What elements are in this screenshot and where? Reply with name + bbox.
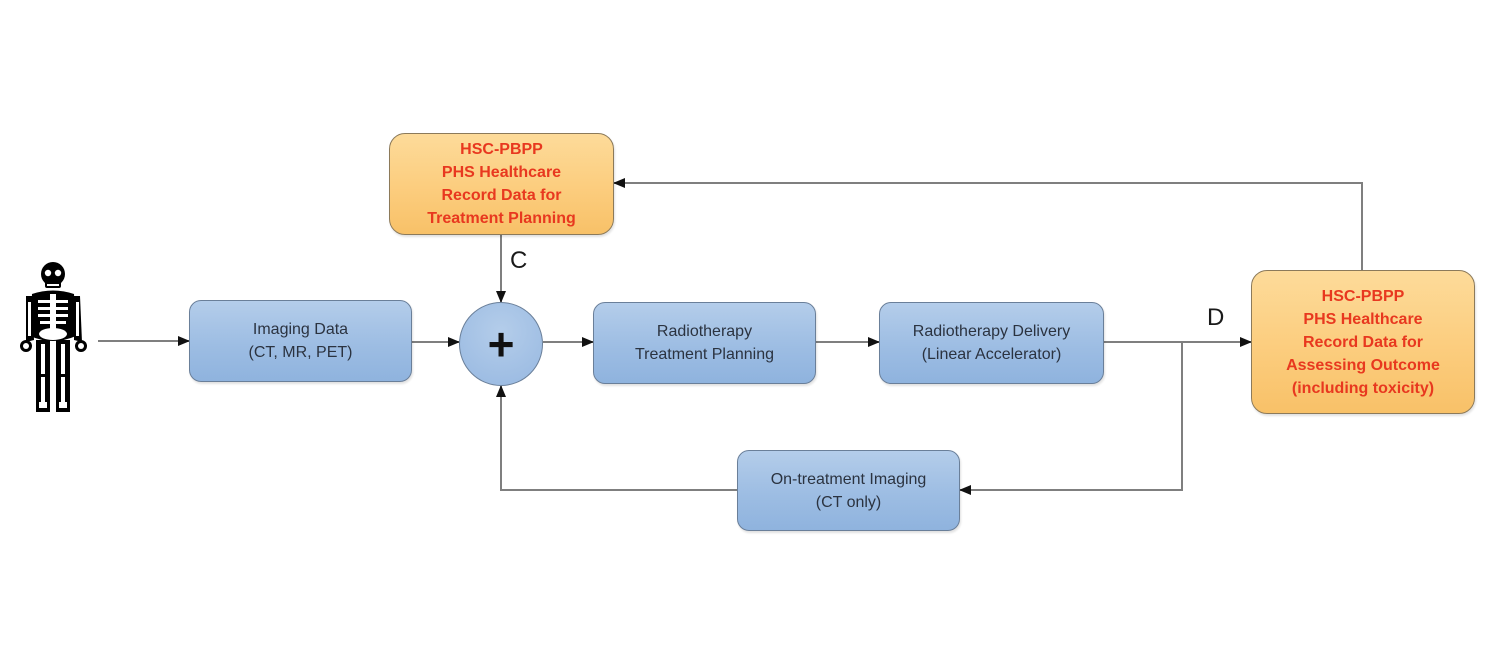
imaging-data-title: Imaging Data — [252, 321, 349, 338]
record-planning-line-1: HSC-PBPP — [460, 141, 543, 158]
record-planning-line-4: Treatment Planning — [427, 210, 576, 227]
skeleton-icon — [20, 262, 87, 412]
imaging-data-subtitle: (CT, MR, PET) — [248, 344, 353, 361]
record-data-planning-node: HSC-PBPP PHS Healthcare Record Data for … — [389, 133, 614, 235]
plus-icon: + — [487, 318, 515, 370]
record-outcome-line-5: (including toxicity) — [1291, 379, 1435, 397]
treatment-planning-line-1: Radiotherapy — [656, 323, 753, 340]
imaging-data-node: Imaging Data (CT, MR, PET) — [189, 300, 412, 382]
record-planning-line-3: Record Data for — [441, 187, 562, 204]
record-outcome-line-1: HSC-PBPP — [1321, 287, 1405, 305]
edge-on-treatment-imaging-to-sum — [496, 385, 737, 491]
delivery-line-1: Radiotherapy Delivery — [912, 323, 1071, 340]
on-treatment-imaging-line-2: (CT only) — [815, 493, 882, 511]
delivery-line-2: (Linear Accelerator) — [921, 346, 1062, 363]
edge-label-d: D — [1207, 304, 1225, 331]
treatment-planning-line-2: Treatment Planning — [634, 346, 775, 363]
record-outcome-line-2: PHS Healthcare — [1303, 310, 1423, 328]
edge-delivery-to-on-treatment-imaging — [959, 342, 1183, 495]
on-treatment-imaging-line-1: On-treatment Imaging — [770, 470, 927, 488]
record-planning-line-2: PHS Healthcare — [441, 164, 562, 181]
edge-label-c: C — [510, 247, 528, 274]
record-outcome-line-3: Record Data for — [1302, 333, 1424, 351]
sum-junction: + — [459, 302, 543, 386]
on-treatment-imaging-node: On-treatment Imaging (CT only) — [737, 450, 960, 531]
record-data-outcome-node: HSC-PBPP PHS Healthcare Record Data for … — [1251, 270, 1475, 414]
edge-record-outcome-to-record-planning — [613, 178, 1363, 270]
record-outcome-line-4: Assessing Outcome — [1286, 356, 1440, 374]
treatment-planning-node: Radiotherapy Treatment Planning — [593, 302, 816, 384]
radiotherapy-delivery-node: Radiotherapy Delivery (Linear Accelerato… — [879, 302, 1104, 384]
